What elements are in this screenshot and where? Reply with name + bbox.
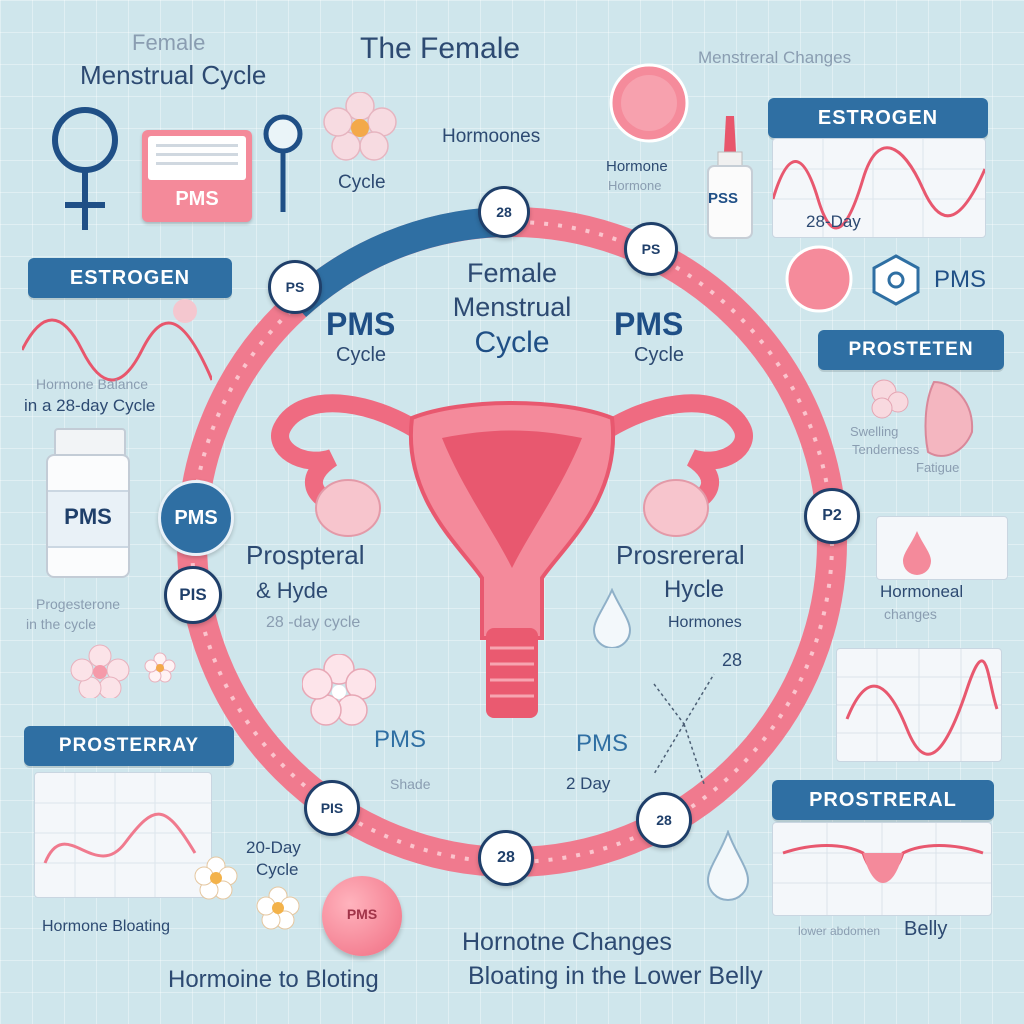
right-day: 28 (722, 650, 743, 670)
two-day-label: 2 Day (566, 774, 611, 793)
hormoneal-label: Hormoneal (880, 582, 964, 601)
center-title-1: Female (466, 258, 558, 288)
day-note-2: Cycle (256, 860, 299, 879)
droplet-card-right (876, 516, 1008, 580)
flower-icon-bottom-left (194, 856, 238, 900)
changes-label: changes (884, 606, 937, 622)
left-title: Menstrual Cycle (80, 60, 267, 90)
ring-badge-right[interactable]: P2 (804, 488, 860, 544)
footer-line-2: Bloating in the Lower Belly (468, 962, 763, 990)
pms-right-label: PMS (614, 306, 684, 342)
ring-badge-left-low[interactable]: PIS (164, 566, 222, 624)
prostreral-banner: PROSTRERAL (772, 780, 994, 820)
belly-graph-right (772, 822, 992, 916)
top-right-text: Menstreral Changes (698, 48, 852, 67)
note-a: Progesterone (36, 596, 121, 612)
prosteten-banner: PROSTETEN (818, 330, 1004, 370)
cycle-note-1: Hormone Balance (36, 376, 149, 392)
ring-badge-bottom[interactable]: 28 (478, 830, 534, 886)
estrogen-banner-left: ESTROGEN (28, 258, 232, 298)
pms-right: PMS (934, 266, 987, 293)
pms-pill-bottle: PMS (46, 428, 130, 578)
flower-icon-left (70, 644, 130, 698)
bottle-label: PSS (708, 190, 739, 207)
left-body-3: 28 -day cycle (266, 614, 361, 631)
shade-label: Shade (390, 776, 431, 792)
body-illustration-right (871, 379, 974, 457)
hormone-footer-left: Hormone Bloating (42, 918, 171, 935)
cycle-right-label: Cycle (634, 344, 685, 366)
right-body-2: Hycle (664, 576, 725, 603)
estrogen-graph-right (772, 138, 986, 238)
ring-badge-bottom-left[interactable]: PIS (304, 780, 360, 836)
faint-title: Female (132, 30, 206, 55)
pms-bottom-right: PMS (576, 730, 629, 757)
hormone-graph-right (836, 648, 1002, 762)
ring-badge-bottom-right[interactable]: 28 (636, 792, 692, 848)
hormone-label-top-2: Hormone (608, 178, 662, 193)
flower-icon-bottom-left-2 (256, 886, 300, 930)
center-title-2: Menstrual (452, 292, 572, 322)
left-body-1: Prospteral (246, 540, 365, 570)
note-b: in the cycle (26, 616, 97, 632)
magnifier-icon (263, 114, 303, 212)
ring-badge-top-left[interactable]: PS (268, 260, 322, 314)
pink-ball: PMS (322, 876, 402, 956)
pms-bottom-left: PMS (374, 726, 427, 753)
center-title-3: Cycle (474, 326, 550, 359)
sketch-lines (653, 673, 715, 785)
estrogen-wave-left (22, 318, 212, 382)
pms-left-label: PMS (326, 306, 396, 342)
droplet-icon-center (592, 588, 632, 648)
flower-icon-top (323, 92, 397, 161)
pms-bottle-label: PMS (64, 504, 112, 529)
day-label-right: 28-Day (806, 212, 861, 231)
ring-badge-left[interactable]: PMS (158, 480, 234, 556)
right-body-3: Hormones (668, 614, 742, 631)
small-note-3: Fatigue (916, 460, 960, 475)
ring-badge-top-right[interactable]: PS (624, 222, 678, 276)
hormone-label-top: Hormone (606, 158, 668, 175)
pink-disc-icon (609, 63, 689, 143)
footer-line-1: Hornotne Changes (462, 928, 672, 956)
drop-bottle-icon (707, 116, 753, 239)
cycle-note-2: in a 28-day Cycle (24, 396, 156, 415)
small-bloom-icon (173, 299, 197, 323)
pms-calendar-card: PMS (142, 130, 252, 222)
left-body-2: & Hyde (256, 578, 329, 603)
top-title: The Female (360, 32, 521, 65)
cycle-left-label: Cycle (336, 344, 387, 366)
female-symbol-icon (52, 107, 118, 230)
droplet-icon-right (706, 830, 750, 901)
small-note-1: Swelling (850, 424, 899, 439)
pms-card-label: PMS (175, 188, 219, 210)
prosteray-banner: PROSTERRAY (24, 726, 234, 766)
belly-label: Belly (904, 918, 948, 940)
flower-icon-center (302, 654, 376, 726)
right-body-1: Prosrereral (616, 540, 745, 570)
hormone-molecule-icon (872, 254, 920, 306)
estrogen-banner-right: ESTROGEN (768, 98, 988, 138)
ring-badge-top[interactable]: 28 (478, 186, 530, 238)
cycle-label: Cycle (338, 172, 386, 193)
footer-left: Hormoine to Bloting (168, 966, 379, 993)
pink-circle-right (785, 245, 853, 313)
flower-icon-left-small (144, 652, 176, 683)
belly-prefix: lower abdomen (798, 924, 881, 938)
small-note-2: Tenderness (852, 442, 920, 457)
pink-ball-label: PMS (346, 906, 378, 922)
hormone-graph-left (34, 772, 212, 898)
uterus-illustration (271, 394, 753, 718)
hormones-label: Hormoones (442, 126, 541, 147)
day-note-1: 20-Day (246, 838, 301, 857)
